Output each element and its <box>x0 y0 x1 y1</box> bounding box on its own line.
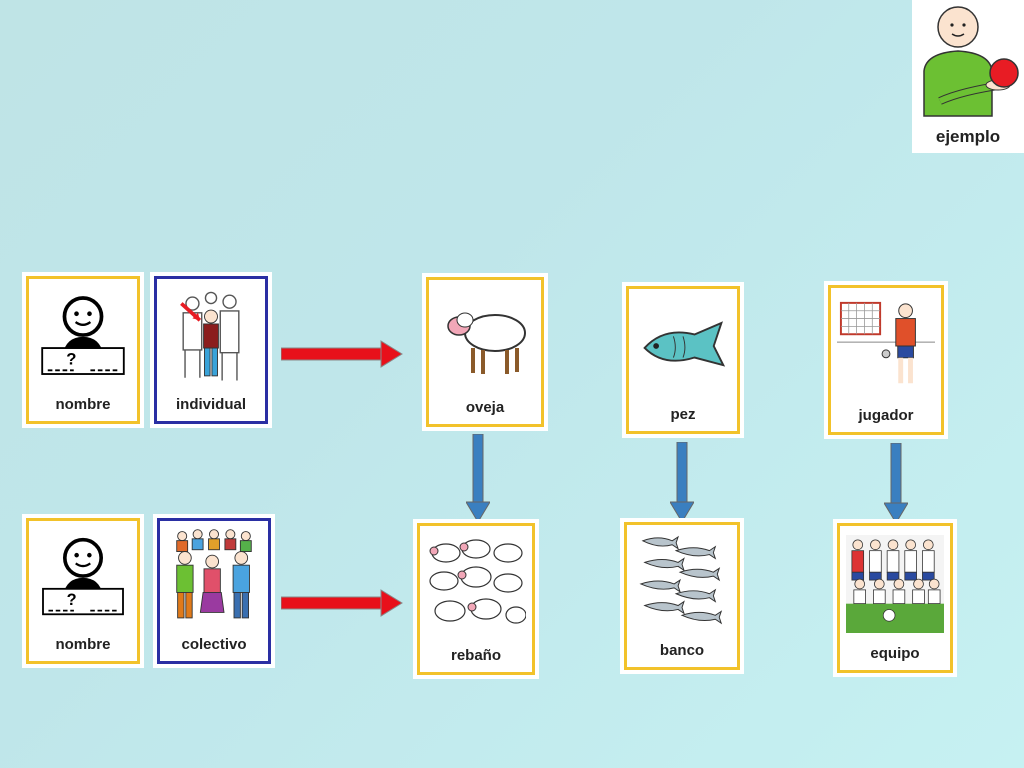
blue-arrow-down-icon <box>466 434 490 522</box>
group-of-people-icon <box>176 529 252 619</box>
blue-arrow-down-icon <box>884 443 908 523</box>
blue-arrow-down-icon <box>670 442 694 522</box>
example-pictogram: ejemplo <box>912 0 1024 153</box>
svg-text:?: ? <box>67 591 77 609</box>
svg-text:?: ? <box>66 350 76 369</box>
equipo-card: equipo <box>837 523 953 673</box>
nombre-card-individual: ? nombre <box>26 276 140 424</box>
example-label: ejemplo <box>935 127 1001 146</box>
nombre-card-colectivo: ? nombre <box>26 518 140 664</box>
person-showing-ball-icon <box>923 6 1019 117</box>
fish-icon <box>643 321 726 367</box>
red-arrow-right-icon <box>281 340 403 368</box>
nombre-label: nombre <box>55 636 111 653</box>
oveja-label: oveja <box>465 399 505 416</box>
individual-card: individual <box>154 276 268 424</box>
rebano-label: rebaño <box>450 647 501 664</box>
individual-label: individual <box>175 396 246 413</box>
handball-player-icon <box>837 301 935 384</box>
banco-card: banco <box>624 522 740 670</box>
banco-label: banco <box>659 642 705 659</box>
sheep-icon <box>447 312 526 374</box>
equipo-label: equipo <box>870 645 920 662</box>
flock-of-sheep-icon <box>429 539 527 624</box>
oveja-card: oveja <box>426 277 544 427</box>
name-person-icon: ? <box>41 296 125 375</box>
pez-label: pez <box>670 406 696 423</box>
colectivo-card: colectivo <box>157 518 271 664</box>
nombre-label: nombre <box>55 396 111 413</box>
rebano-card: rebaño <box>417 523 535 675</box>
school-of-fish-icon <box>639 535 723 625</box>
pez-card: pez <box>626 286 740 434</box>
jugador-card: jugador <box>828 285 944 435</box>
colectivo-label: colectivo <box>181 636 247 653</box>
individual-in-group-icon <box>180 291 240 381</box>
red-arrow-right-icon <box>281 589 403 617</box>
jugador-label: jugador <box>858 407 914 424</box>
name-person-icon: ? <box>42 537 124 616</box>
team-photo-icon <box>846 535 944 633</box>
